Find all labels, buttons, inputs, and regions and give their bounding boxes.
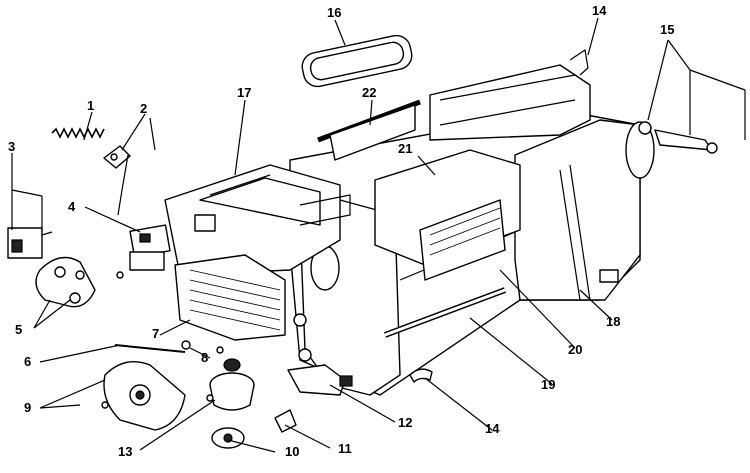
callout-16: 16 (327, 5, 341, 20)
callout-12: 12 (398, 415, 412, 430)
linkage-plate (35, 256, 96, 308)
spring (51, 127, 105, 139)
rod (114, 344, 186, 353)
callout-2: 2 (140, 101, 147, 116)
callout-15: 15 (660, 22, 674, 37)
callout-1: 1 (87, 98, 94, 113)
callout-18: 18 (606, 314, 620, 329)
callout-14-lower: 14 (485, 421, 500, 436)
callout-3: 3 (8, 139, 15, 154)
connector (287, 364, 353, 396)
callout-8: 8 (201, 350, 208, 365)
heater-core (374, 149, 521, 281)
callout-9: 9 (24, 400, 31, 415)
lever-arm (638, 121, 718, 154)
module (7, 227, 53, 259)
callout-5: 5 (15, 322, 22, 337)
callout-22: 22 (362, 85, 376, 100)
callout-4: 4 (68, 199, 76, 214)
tube-22 (317, 99, 421, 161)
callout-10: 10 (285, 444, 299, 459)
small-bracket (274, 409, 297, 433)
callout-14-upper: 14 (592, 3, 607, 18)
callout-17: 17 (237, 85, 251, 100)
callout-7: 7 (152, 326, 159, 341)
leader-lines (11, 17, 746, 453)
callout-13: 13 (118, 444, 132, 459)
callout-21: 21 (398, 141, 412, 156)
upper-case (164, 164, 351, 276)
callout-20: 20 (568, 342, 582, 357)
screws (101, 271, 224, 409)
callout-6: 6 (24, 354, 31, 369)
end-duct (514, 119, 655, 301)
bracket (103, 145, 131, 216)
callout-labels: 1 2 3 4 5 6 7 8 9 10 11 12 13 14 14 15 1… (8, 3, 674, 459)
actuator (129, 224, 171, 271)
seal-gasket (301, 34, 413, 88)
blower-motor (209, 358, 255, 411)
callout-19: 19 (541, 377, 555, 392)
drain-tube (383, 287, 507, 338)
resistor (211, 427, 245, 449)
callout-11: 11 (338, 441, 352, 456)
blower-housing (103, 361, 186, 431)
top-frame (429, 48, 591, 141)
evaporator-core (174, 254, 286, 341)
